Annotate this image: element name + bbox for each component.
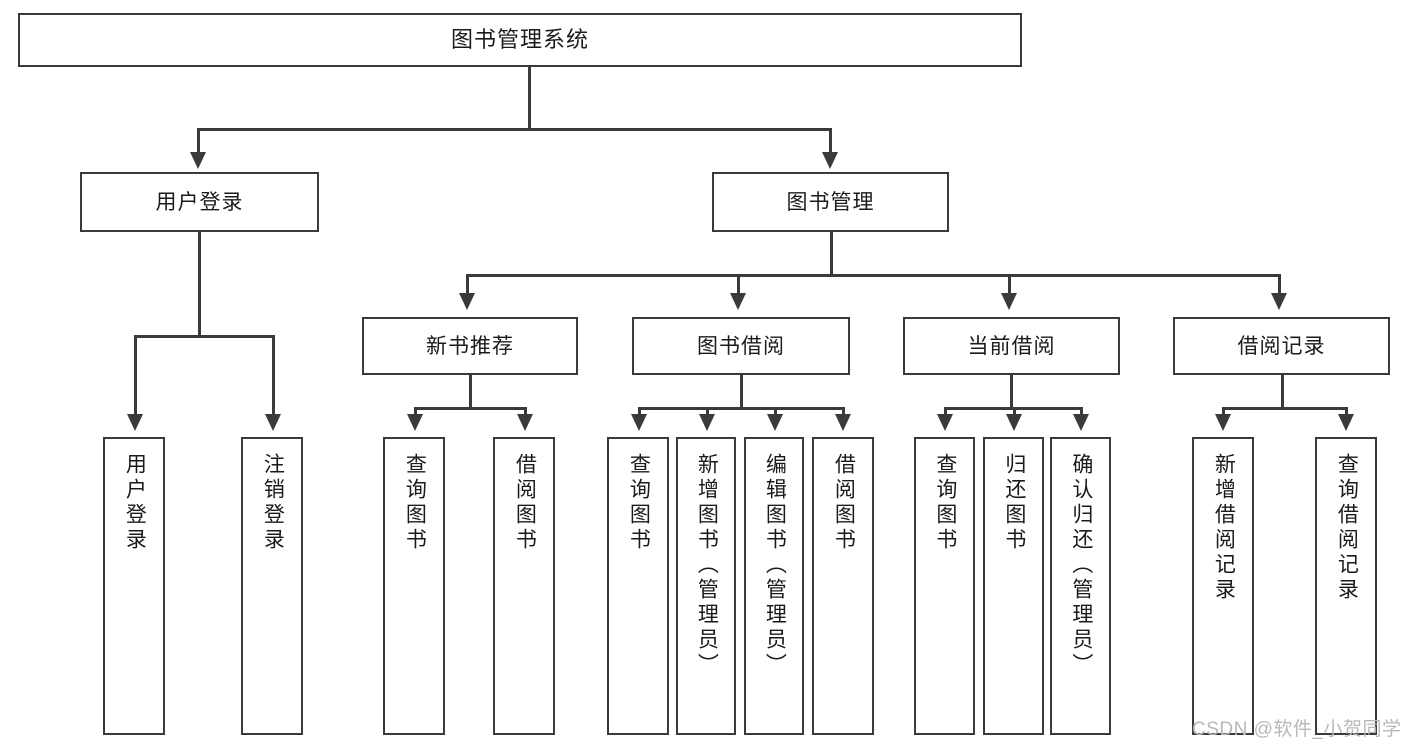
connector-bus-to-current-borrow — [1008, 274, 1011, 296]
leaf-current-return-book[interactable]: 归还图书 — [983, 437, 1044, 735]
node-book-borrow[interactable]: 图书借阅 — [632, 317, 850, 375]
leaf-new-book-query[interactable]: 查询图书 — [383, 437, 445, 735]
node-label: 当前借阅 — [967, 334, 1056, 358]
connector-borrow-record-stem — [1281, 375, 1284, 409]
connector-current-borrow-leaf2 — [1013, 407, 1016, 417]
node-current-borrow[interactable]: 当前借阅 — [903, 317, 1120, 375]
arrow-current-borrow-leaf2 — [1006, 414, 1022, 431]
connector-bus-to-new-book — [466, 274, 469, 296]
connector-root-to-book-mgmt — [829, 128, 832, 155]
arrow-borrow-record-leaf1 — [1215, 414, 1231, 431]
connector-borrow-book-leaf1 — [638, 407, 641, 417]
leaf-user-logout[interactable]: 注销登录 — [241, 437, 303, 735]
watermark-text: CSDN @软件_小贺同学 — [1192, 719, 1402, 740]
node-label: 借阅记录 — [1237, 334, 1326, 358]
node-label: 查询图书 — [627, 453, 651, 553]
connector-current-borrow-leaf3 — [1080, 407, 1083, 417]
connector-borrow-book-leaf2 — [706, 407, 709, 417]
leaf-current-confirm-return[interactable]: 确认归还（管理员） — [1050, 437, 1111, 735]
leaf-user-login[interactable]: 用户登录 — [103, 437, 165, 735]
arrow-user-login-leaf1 — [127, 414, 143, 431]
leaf-record-add[interactable]: 新增借阅记录 — [1192, 437, 1254, 735]
connector-current-borrow-stem — [1010, 375, 1013, 409]
node-label: 新增借阅记录 — [1212, 453, 1236, 603]
connector-borrow-book-leaf4 — [842, 407, 845, 417]
leaf-new-book-borrow[interactable]: 借阅图书 — [493, 437, 555, 735]
connector-user-login-stem — [198, 232, 201, 337]
node-label: 查询图书 — [403, 453, 427, 553]
connector-root-to-user-login — [197, 128, 200, 155]
arrow-borrow-record-leaf2 — [1338, 414, 1354, 431]
node-label: 借阅图书 — [513, 453, 537, 553]
arrow-bus-to-new-book — [459, 293, 475, 310]
connector-bus-to-borrow-book — [737, 274, 740, 296]
node-label: 注销登录 — [261, 453, 285, 553]
leaf-current-query-book[interactable]: 查询图书 — [914, 437, 975, 735]
leaf-borrow-borrow-book[interactable]: 借阅图书 — [812, 437, 874, 735]
leaf-record-query[interactable]: 查询借阅记录 — [1315, 437, 1377, 735]
node-new-book-recommend[interactable]: 新书推荐 — [362, 317, 578, 375]
arrow-bus-to-borrow-book — [730, 293, 746, 310]
arrow-borrow-book-leaf4 — [835, 414, 851, 431]
node-label: 借阅图书 — [832, 453, 856, 553]
arrow-root-to-book-mgmt — [822, 152, 838, 169]
arrow-current-borrow-leaf3 — [1073, 414, 1089, 431]
connector-new-book-leaf2 — [524, 407, 527, 417]
node-label: 用户登录 — [155, 190, 244, 214]
connector-new-book-leaf1 — [414, 407, 417, 417]
arrow-bus-to-current-borrow — [1001, 293, 1017, 310]
arrow-borrow-book-leaf3 — [767, 414, 783, 431]
connector-current-borrow-bus — [944, 407, 1081, 410]
node-label: 新书推荐 — [426, 334, 514, 358]
connector-borrow-record-bus — [1222, 407, 1347, 410]
node-borrow-record[interactable]: 借阅记录 — [1173, 317, 1390, 375]
node-label: 图书管理系统 — [450, 27, 589, 52]
connector-current-borrow-leaf1 — [944, 407, 947, 417]
node-root-system[interactable]: 图书管理系统 — [18, 13, 1022, 67]
leaf-borrow-edit-book[interactable]: 编辑图书（管理员） — [744, 437, 804, 735]
connector-borrow-book-leaf3 — [774, 407, 777, 417]
connector-user-login-bus — [134, 335, 275, 338]
connector-user-login-leaf1 — [134, 335, 137, 417]
arrow-bus-to-borrow-record — [1271, 293, 1287, 310]
arrow-user-login-leaf2 — [265, 414, 281, 431]
connector-borrow-book-bus — [638, 407, 844, 410]
node-label: 归还图书 — [1002, 453, 1026, 553]
connector-root-stem — [528, 67, 531, 130]
node-label: 用户登录 — [123, 453, 147, 553]
arrow-borrow-book-leaf1 — [631, 414, 647, 431]
node-label: 新增图书（管理员） — [695, 453, 719, 678]
connector-user-login-leaf2 — [272, 335, 275, 417]
connector-borrow-record-leaf1 — [1222, 407, 1225, 417]
node-label: 图书管理 — [786, 190, 875, 214]
arrow-new-book-leaf2 — [517, 414, 533, 431]
node-book-management[interactable]: 图书管理 — [712, 172, 949, 232]
leaf-borrow-query-book[interactable]: 查询图书 — [607, 437, 669, 735]
arrow-borrow-book-leaf2 — [699, 414, 715, 431]
connector-book-mgmt-stem — [830, 232, 833, 277]
connector-borrow-record-leaf2 — [1345, 407, 1348, 417]
node-user-login[interactable]: 用户登录 — [80, 172, 319, 232]
connector-root-bus — [197, 128, 831, 131]
node-label: 查询借阅记录 — [1335, 453, 1359, 603]
connector-new-book-bus — [414, 407, 526, 410]
arrow-current-borrow-leaf1 — [937, 414, 953, 431]
node-label: 编辑图书（管理员） — [763, 453, 787, 678]
node-label: 查询图书 — [933, 453, 957, 553]
node-label: 确认归还（管理员） — [1069, 453, 1093, 678]
leaf-borrow-add-book[interactable]: 新增图书（管理员） — [676, 437, 736, 735]
arrow-root-to-user-login — [190, 152, 206, 169]
node-label: 图书借阅 — [697, 334, 785, 358]
connector-new-book-stem — [469, 375, 472, 409]
connector-bus-to-borrow-record — [1278, 274, 1281, 296]
connector-borrow-book-stem — [740, 375, 743, 409]
arrow-new-book-leaf1 — [407, 414, 423, 431]
connector-book-mgmt-bus — [466, 274, 1280, 277]
